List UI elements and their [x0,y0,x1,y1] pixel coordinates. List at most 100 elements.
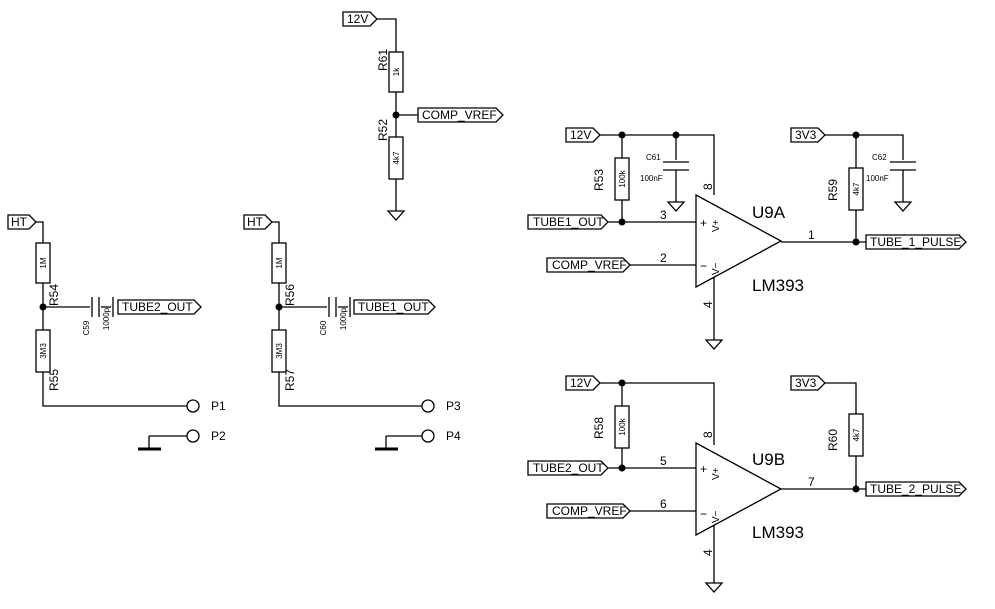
power-label-12v-top [342,11,378,27]
r60-ref: R60 [826,429,840,451]
net-label-comp-vref-top [417,107,504,123]
u9b-pin-7: 7 [808,475,815,489]
u9a-pin-3: 3 [660,208,667,222]
net-label-tube2-out-left-text: TUBE2_OUT [122,300,193,314]
power-label-3v3-b-text: 3V3 [795,376,817,390]
u9a-ref: U9A [752,203,786,222]
net-label-tube-2-pulse [865,481,967,497]
power-label-3v3-a [790,127,826,143]
ground-symbol-top [386,210,406,221]
net-label-comp-vref-top-text: COMP_VREF [422,108,497,122]
u9b-value: LM393 [752,523,804,542]
c61-ref: C61 [646,153,661,162]
power-label-ht-1-text: HT [11,215,28,229]
net-label-tube2-out-right [527,460,609,476]
ht-divider-2: HT 1M R56 C60 1000p TUBE1_OUT 3M3 R57 P3… [243,214,461,451]
c59-ref: C59 [82,320,91,335]
net-label-comp-vref-a-text: COMP_VREF [552,258,627,272]
connector-p4 [421,429,435,443]
net-label-tube2-out-right-text: TUBE2_OUT [533,461,604,475]
u9a-pin-2: 2 [660,251,667,265]
net-label-tube-2-pulse-text: TUBE_2_PULSE [870,482,961,496]
r55-ref: R55 [47,369,61,391]
u9b-pin-6: 6 [660,497,667,511]
r53-value: 100k [618,169,627,187]
u9b-plus: + [700,462,707,476]
u9b-pin-4: 4 [701,549,715,556]
power-label-ht-2-text: HT [247,215,264,229]
net-label-tube1-out-right-text: TUBE1_OUT [533,215,604,229]
power-label-3v3-b [790,375,826,391]
connector-p3 [421,399,435,413]
r61-value: 1k [392,67,401,76]
connector-p4-label: P4 [446,429,461,443]
connector-p1-label: P1 [211,399,226,413]
r56-ref: R56 [283,284,297,306]
power-label-12v-a [565,127,601,143]
u9b-ref: U9B [752,450,785,469]
r58-ref: R58 [592,417,606,439]
r54-ref: R54 [47,284,61,306]
u9a-pin-8: 8 [701,183,715,190]
net-label-comp-vref-b [546,503,631,519]
c62-ref: C62 [872,153,887,162]
r58-value: 100k [618,417,627,435]
power-label-12v-b [565,375,601,391]
power-label-ht-1 [7,214,37,230]
u9a-pin-1: 1 [808,228,815,242]
connector-p2 [186,429,200,443]
r59-value: 4k7 [852,182,861,195]
power-label-12v-b-text: 12V [570,376,591,390]
r55-value: 3M3 [39,343,48,359]
vref-divider: 12V 1k R61 COMP_VREF 4k7 R52 [342,11,504,221]
r61-ref: R61 [376,49,390,71]
comparator-u9b: 12V 100k R58 TUBE2_OUT 5 COMP_VREF 6 + −… [527,375,967,593]
u9a-pin-4: 4 [701,301,715,308]
net-label-tube1-out-mid [353,299,436,315]
power-label-3v3-a-text: 3V3 [795,128,817,142]
u9b-vminus: V− [711,510,722,523]
u9a-triangle [695,193,783,289]
u9b-triangle [695,441,783,537]
u9b-pin-5: 5 [660,454,667,468]
r54-value: 1M [39,257,48,268]
c60-ref: C60 [319,320,328,335]
ground-symbol-c62 [893,201,913,212]
net-label-comp-vref-b-text: COMP_VREF [552,504,627,518]
ground-symbol-u9a [704,339,724,350]
c62-value: 100nF [866,174,889,183]
r60-value: 4k7 [852,428,861,441]
net-label-tube1-out-right [527,214,609,230]
power-label-12v-a-text: 12V [570,128,591,142]
connector-p3-label: P3 [446,399,461,413]
r56-value: 1M [275,257,284,268]
ht-divider-1: HT 1M R54 C59 1000p TUBE2_OUT 3M3 R55 P1… [7,214,226,451]
u9b-vplus: V+ [711,467,722,480]
r53-ref: R53 [592,169,606,191]
ground-symbol-u9b [704,582,724,593]
net-label-tube1-out-mid-text: TUBE1_OUT [358,300,429,314]
u9a-plus: + [700,216,707,230]
connector-p2-label: P2 [211,429,226,443]
u9a-vminus: V− [711,262,722,275]
c61-value: 100nF [640,174,663,183]
r57-value: 3M3 [275,343,284,359]
u9b-pin-8: 8 [701,431,715,438]
comparator-u9a: 12V C61 100nF 100k R53 TUBE1_OUT 3 COMP_… [527,127,967,350]
power-label-12v-top-text: 12V [347,12,368,26]
ground-symbol-c61 [666,201,686,212]
r52-value: 4k7 [392,151,401,164]
r59-ref: R59 [826,179,840,201]
net-label-tube2-out-left [117,299,202,315]
c60-value: 1000p [339,307,348,330]
u9b-minus: − [700,507,707,521]
u9a-vplus: V+ [711,219,722,232]
r57-ref: R57 [283,369,297,391]
connector-p1 [186,399,200,413]
u9a-value: LM393 [752,276,804,295]
u9a-minus: − [700,259,707,273]
net-label-tube-1-pulse [865,234,967,250]
power-label-ht-2 [243,214,273,230]
r52-ref: R52 [376,119,390,141]
